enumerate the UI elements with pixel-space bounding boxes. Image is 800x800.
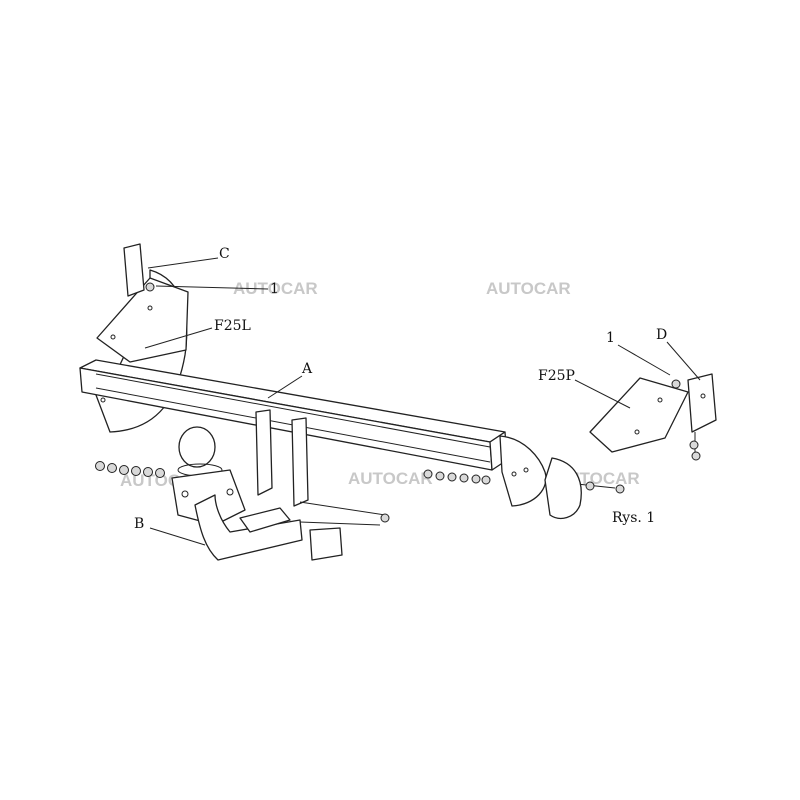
label-c: C [219,246,230,262]
label-b: B [134,516,144,532]
bolt-set-middle [423,469,491,485]
label-rys: Rys. 1 [612,510,655,526]
leader-lines [144,257,701,546]
ball-mount-b [171,409,390,561]
right-bracket-f25p [544,373,717,519]
watermark-1: AUTOCAR [233,279,318,298]
watermark-3: AUTOCAR [348,469,433,488]
label-f25l: F25L [214,318,251,334]
watermark-2: AUTOCAR [486,279,571,298]
bolt-set-left [95,461,165,478]
label-d: D [656,327,667,343]
label-f25p: F25P [538,368,575,384]
label-1-left: 1 [270,281,279,297]
right-end-bracket [499,435,547,507]
label-1-right: 1 [606,330,615,346]
label-a: A [301,361,313,377]
